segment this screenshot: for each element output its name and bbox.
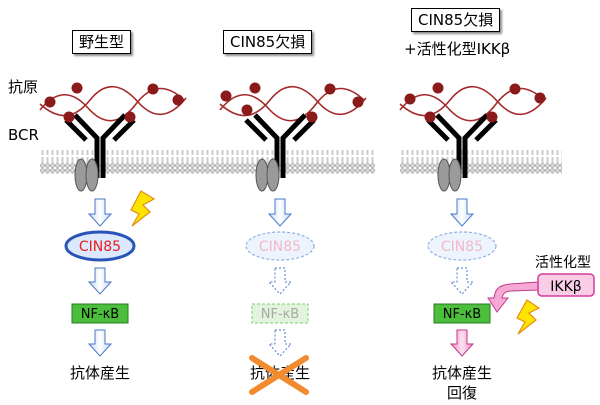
antigen-dot [71, 82, 83, 94]
cin85-node-active [64, 230, 136, 262]
antigen-dot [306, 111, 318, 123]
antigen-dot [172, 94, 184, 106]
membrane-panel3 [400, 150, 562, 174]
arrow-bcr-to-cin85-panel3 [449, 198, 475, 227]
nfkb-label-active: NF-κB [81, 307, 119, 322]
panel-title-cin85-deficient-rescue: CIN85欠損 [411, 8, 501, 32]
ikkb-label: IKKβ [550, 279, 581, 295]
bcr-label: BCR [8, 126, 39, 144]
antigen-dot [424, 111, 436, 123]
panel-title-wildtype: 野生型 [72, 30, 132, 54]
antigen-dot [124, 111, 136, 123]
antigen-dot [241, 104, 253, 116]
arrow-ikkb-to-nfkb [487, 281, 539, 313]
lightning-icon [130, 190, 156, 227]
outcome-label-panel3: 抗体産生 [431, 364, 492, 382]
receptor-panel3 [399, 82, 547, 192]
panel-title-cin85-deficient: CIN85欠損 [223, 30, 313, 54]
arrow-bcr-to-cin85-panel2 [267, 198, 293, 227]
active-type-label: 活性化型 [535, 255, 591, 271]
nfkb-node-inactive [251, 303, 309, 324]
cin85-label-absent: CIN85 [259, 239, 301, 255]
antigen-strand [39, 87, 185, 122]
nfkb-label-inactive: NF-κB [261, 307, 299, 322]
outcome-label-panel1: 抗体産生 [69, 364, 130, 382]
arrow-dashed-panel2 [267, 267, 293, 295]
arrow-dashed-output-panel2 [267, 329, 293, 357]
antigen-dot [509, 83, 521, 95]
antigen-dot [249, 82, 261, 94]
cin85-label-absent-panel3: CIN85 [441, 239, 483, 255]
receptor-panel2 [219, 82, 367, 192]
cin85-label-active: CIN85 [79, 239, 121, 255]
membrane-panel2 [205, 150, 375, 174]
antigen-dot [352, 96, 364, 108]
antigen-label: 抗原 [8, 78, 39, 96]
ikkb-node [537, 273, 595, 297]
arrow-cin85-to-nfkb-panel1 [87, 267, 113, 295]
panel-subtitle-active-ikkb: +活性化型IKKβ [404, 40, 511, 58]
nfkb-node-active [71, 303, 129, 324]
cin85-node-absent [245, 231, 315, 261]
antigen-dot [220, 90, 232, 102]
nfkb-node-rescued [433, 303, 491, 324]
membrane-panel1 [40, 150, 205, 174]
antigen-dot [324, 83, 336, 95]
cin85-node-absent-panel3 [427, 231, 497, 261]
antigen-dot [404, 93, 416, 105]
antigen-dot [44, 96, 56, 108]
antigen-dot [147, 83, 159, 95]
antigen-dot [432, 82, 444, 94]
receptor-panel1 [39, 82, 187, 192]
arrow-nfkb-to-output-panel1 [87, 329, 113, 357]
arrow-dashed-panel3 [449, 267, 475, 295]
antigen-dot [486, 111, 498, 123]
arrow-bcr-to-cin85-panel1 [87, 198, 113, 227]
nfkb-label-rescued: NF-κB [443, 307, 481, 322]
arrow-nfkb-to-output-panel3 [449, 329, 475, 357]
lightning-icon [516, 299, 541, 335]
antigen-dot [63, 111, 75, 123]
outcome-label-panel3-recovery: 回復 [446, 384, 477, 402]
outcome-label-panel2: 抗体産生 [249, 364, 310, 382]
antigen-dot [534, 92, 546, 104]
